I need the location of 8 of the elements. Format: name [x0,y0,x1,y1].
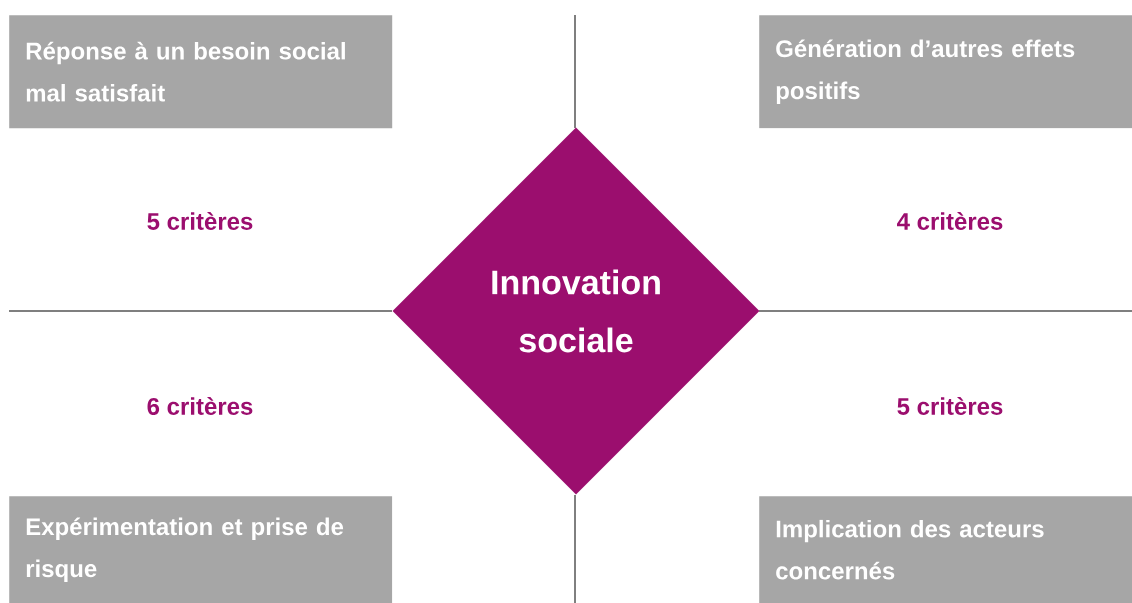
criteria-count: 5 critères [147,212,253,230]
criteria-count: 6 critères [147,397,253,415]
label-box: Réponse à un besoin social mal satisfait [9,15,393,129]
label-box: Génération d’autres effets positifs [759,15,1132,129]
criteria-count: 4 critères [897,212,1003,230]
criteria-count: 5 critères [897,397,1003,415]
label-box: Expérimentation et prise de risque [9,496,393,603]
label-box: Implication des acteurs concernés [759,496,1132,603]
